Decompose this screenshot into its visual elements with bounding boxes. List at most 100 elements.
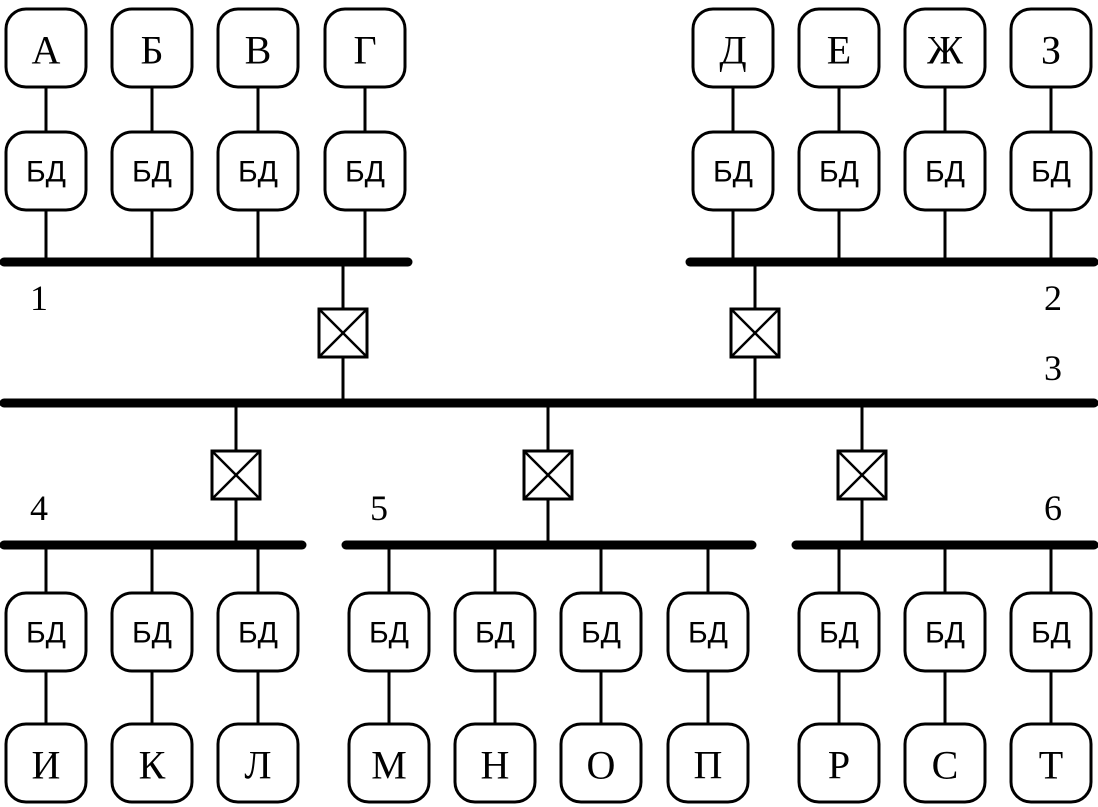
database-label: БД (1031, 156, 1071, 189)
database-box: БД (4, 130, 88, 212)
database-box: БД (110, 591, 194, 673)
node-label: О (587, 743, 616, 788)
database-box: БД (323, 130, 407, 212)
database-box: БД (216, 130, 300, 212)
station: Д БД (691, 7, 775, 262)
stations: АБДББДВБДГБДДБДЕБДЖБДЗБДИБДКБДЛБДМБДНБДО… (4, 7, 1093, 804)
node-label: Т (1039, 743, 1063, 788)
database-box: БД (1009, 130, 1093, 212)
node-box: Г (323, 7, 407, 89)
node-box: Н (453, 722, 537, 804)
database-box: БД (903, 591, 987, 673)
node-label: Е (827, 28, 851, 73)
node-box: С (903, 722, 987, 804)
database-box: БД (453, 591, 537, 673)
node-label: Ж (927, 28, 963, 73)
database-box: БД (666, 591, 750, 673)
node-label: С (932, 743, 959, 788)
node-label: Л (244, 743, 271, 788)
bus-label-1: 1 (30, 278, 48, 318)
database-label: БД (369, 617, 409, 650)
node-box: П (666, 722, 750, 804)
node-box: А (4, 7, 88, 89)
node-label: Н (481, 743, 510, 788)
station: Б БД (110, 7, 194, 262)
station: О БД (559, 545, 643, 804)
bridge-3-6 (836, 449, 888, 501)
database-box: БД (110, 130, 194, 212)
node-label: З (1041, 28, 1061, 73)
node-box: К (110, 722, 194, 804)
database-box: БД (1009, 591, 1093, 673)
database-label: БД (26, 156, 66, 189)
database-box: БД (216, 591, 300, 673)
node-label: И (32, 743, 61, 788)
node-box: Л (216, 722, 300, 804)
database-box: БД (4, 591, 88, 673)
database-label: БД (1031, 617, 1071, 650)
node-label: Б (141, 28, 164, 73)
bus-label-2: 2 (1044, 278, 1062, 318)
database-label: БД (713, 156, 753, 189)
database-label: БД (345, 156, 385, 189)
node-label: М (371, 743, 407, 788)
node-box: Ж (903, 7, 987, 89)
database-label: БД (238, 156, 278, 189)
bridge-3-4 (210, 449, 262, 501)
node-label: П (694, 743, 723, 788)
node-label: К (139, 743, 166, 788)
station: Т БД (1009, 545, 1093, 804)
node-box: В (216, 7, 300, 89)
database-label: БД (819, 617, 859, 650)
database-label: БД (819, 156, 859, 189)
database-label: БД (132, 617, 172, 650)
database-label: БД (132, 156, 172, 189)
bridge-3-5 (522, 449, 574, 501)
station: И БД (4, 545, 88, 804)
database-box: БД (903, 130, 987, 212)
bus-label-6: 6 (1044, 488, 1062, 528)
node-box: Е (797, 7, 881, 89)
node-label: А (32, 28, 61, 73)
database-box: БД (797, 591, 881, 673)
station: Г БД (323, 7, 407, 262)
database-label: БД (475, 617, 515, 650)
node-label: Р (828, 743, 850, 788)
node-label: В (245, 28, 272, 73)
station: К БД (110, 545, 194, 804)
database-label: БД (925, 156, 965, 189)
node-box: З (1009, 7, 1093, 89)
station: П БД (666, 545, 750, 804)
station: А БД (4, 7, 88, 262)
bus-label-5: 5 (370, 488, 388, 528)
database-label: БД (925, 617, 965, 650)
node-box: Д (691, 7, 775, 89)
node-box: И (4, 722, 88, 804)
station: С БД (903, 545, 987, 804)
node-label: Г (353, 28, 376, 73)
station: М БД (347, 545, 431, 804)
node-box: Б (110, 7, 194, 89)
station: Р БД (797, 545, 881, 804)
station: В БД (216, 7, 300, 262)
node-box: Р (797, 722, 881, 804)
bus-label-4: 4 (30, 488, 48, 528)
database-box: БД (347, 591, 431, 673)
database-label: БД (26, 617, 66, 650)
bus-label-3: 3 (1044, 348, 1062, 388)
station: Н БД (453, 545, 537, 804)
bridge-2-3 (729, 307, 781, 359)
database-box: БД (797, 130, 881, 212)
database-box: БД (691, 130, 775, 212)
station: Ж БД (903, 7, 987, 262)
station: З БД (1009, 7, 1093, 262)
station: Е БД (797, 7, 881, 262)
database-label: БД (581, 617, 621, 650)
database-box: БД (559, 591, 643, 673)
node-box: М (347, 722, 431, 804)
node-box: О (559, 722, 643, 804)
database-label: БД (238, 617, 278, 650)
station: Л БД (216, 545, 300, 804)
bridge-1-3 (317, 307, 369, 359)
node-box: Т (1009, 722, 1093, 804)
